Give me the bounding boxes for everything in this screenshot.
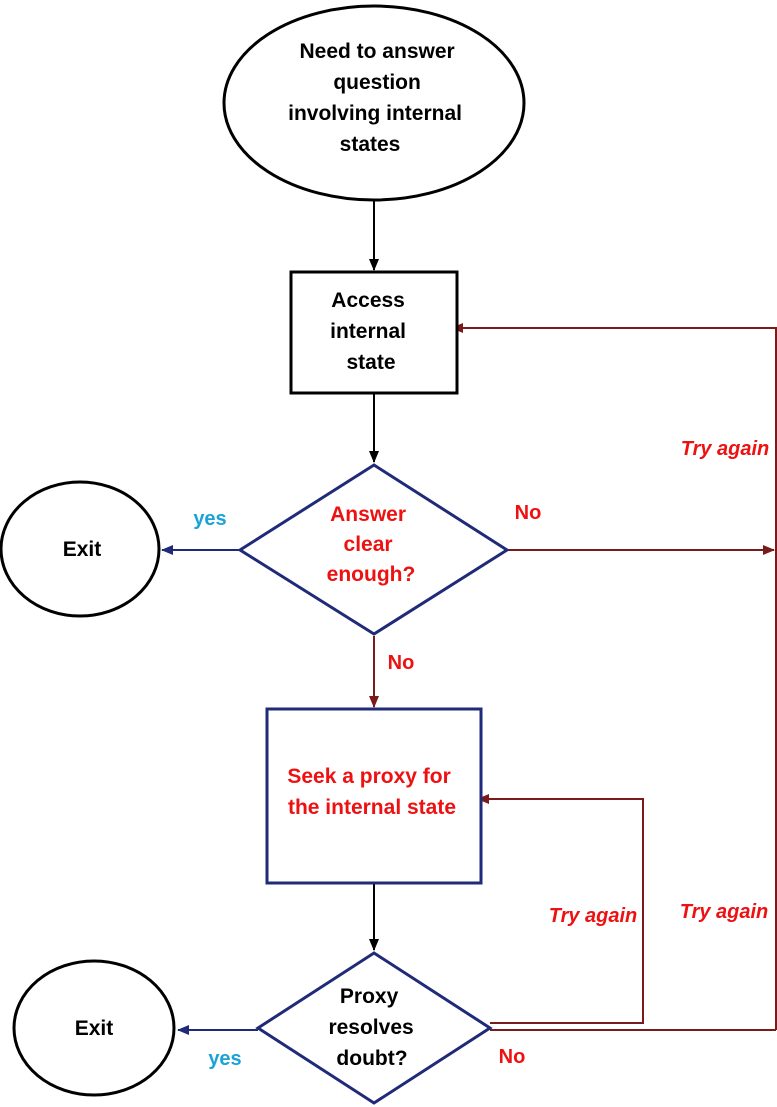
edge-try-again-top xyxy=(451,323,777,1030)
access-internal-state-box xyxy=(289,270,459,395)
exit-node-top xyxy=(0,480,161,618)
answer-clear-decision xyxy=(237,463,510,636)
yes-label-top: yes xyxy=(193,508,226,530)
try-again-label-inner: Try again xyxy=(549,905,638,927)
edge-try-again-inner xyxy=(477,794,644,1024)
seek-proxy-label: Seek a proxy for the internal state xyxy=(287,765,456,819)
try-again-label-outer: Try again xyxy=(680,901,769,923)
access-internal-state-label: Access internal state xyxy=(330,289,412,374)
no-label-down: No xyxy=(388,652,415,674)
exit-node-bottom xyxy=(12,959,176,1097)
seek-proxy-box xyxy=(265,707,483,885)
exit-node-top-label: Exit xyxy=(63,538,102,561)
answer-clear-label: Answer clear enough? xyxy=(327,503,416,586)
try-again-label-top: Try again xyxy=(681,438,770,460)
exit-node-bottom-label: Exit xyxy=(75,1017,114,1040)
no-label-right-top: No xyxy=(515,502,542,524)
yes-label-bottom: yes xyxy=(208,1048,241,1070)
proxy-resolves-decision xyxy=(255,951,493,1105)
no-label-bottom: No xyxy=(499,1046,526,1068)
start-node xyxy=(222,4,526,202)
start-node-label: Need to answer question involving intern… xyxy=(288,40,468,156)
proxy-resolves-label: Proxy resolves doubt? xyxy=(328,985,419,1070)
